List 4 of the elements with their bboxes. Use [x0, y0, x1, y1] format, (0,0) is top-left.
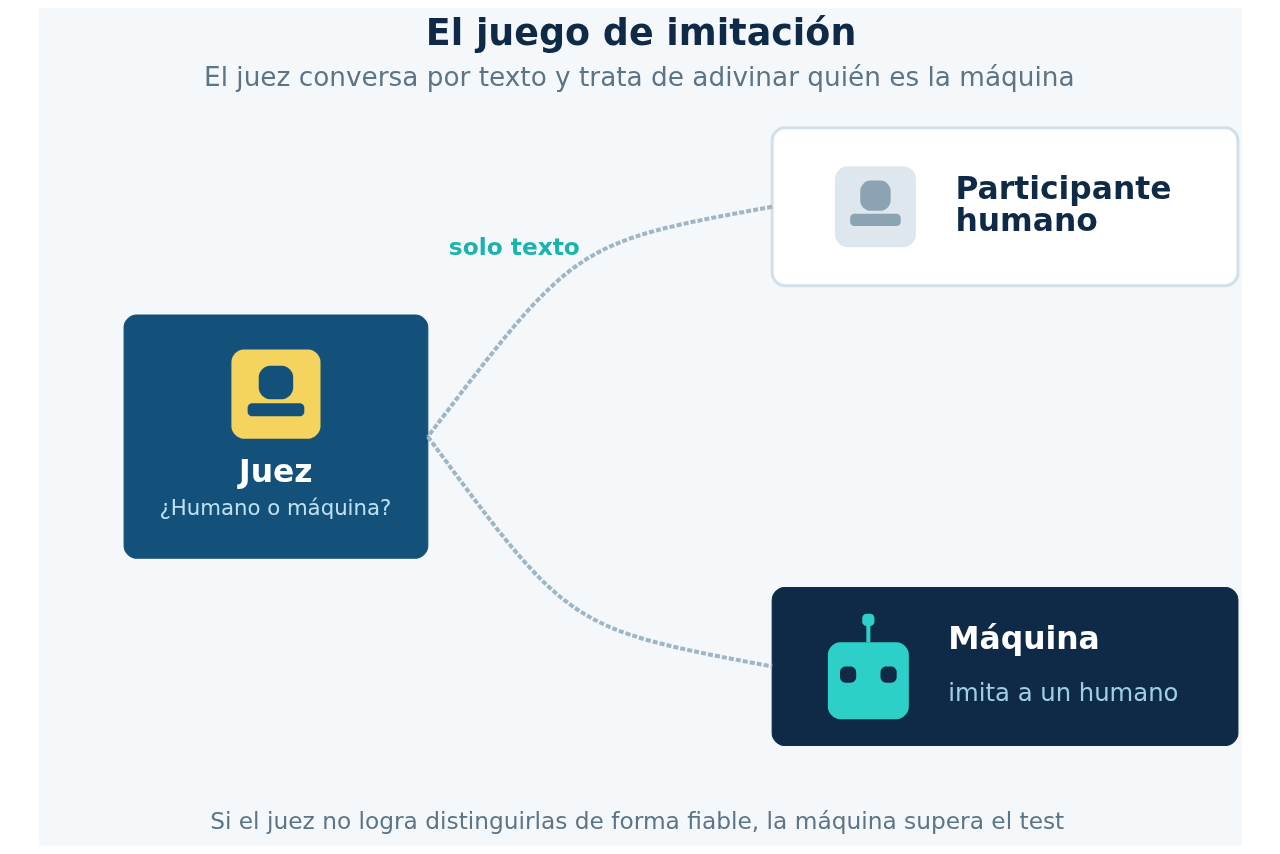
- edge-label: solo texto: [448, 232, 580, 260]
- diagram-title: El juego de imitación: [425, 10, 856, 54]
- caption: Si el juez no logra distinguirlas de forma fiable, la máquina supera el test: [209, 807, 1064, 835]
- label: El juez conversa por texto y trata de adivinar quién es la máquina: [203, 62, 1075, 93]
